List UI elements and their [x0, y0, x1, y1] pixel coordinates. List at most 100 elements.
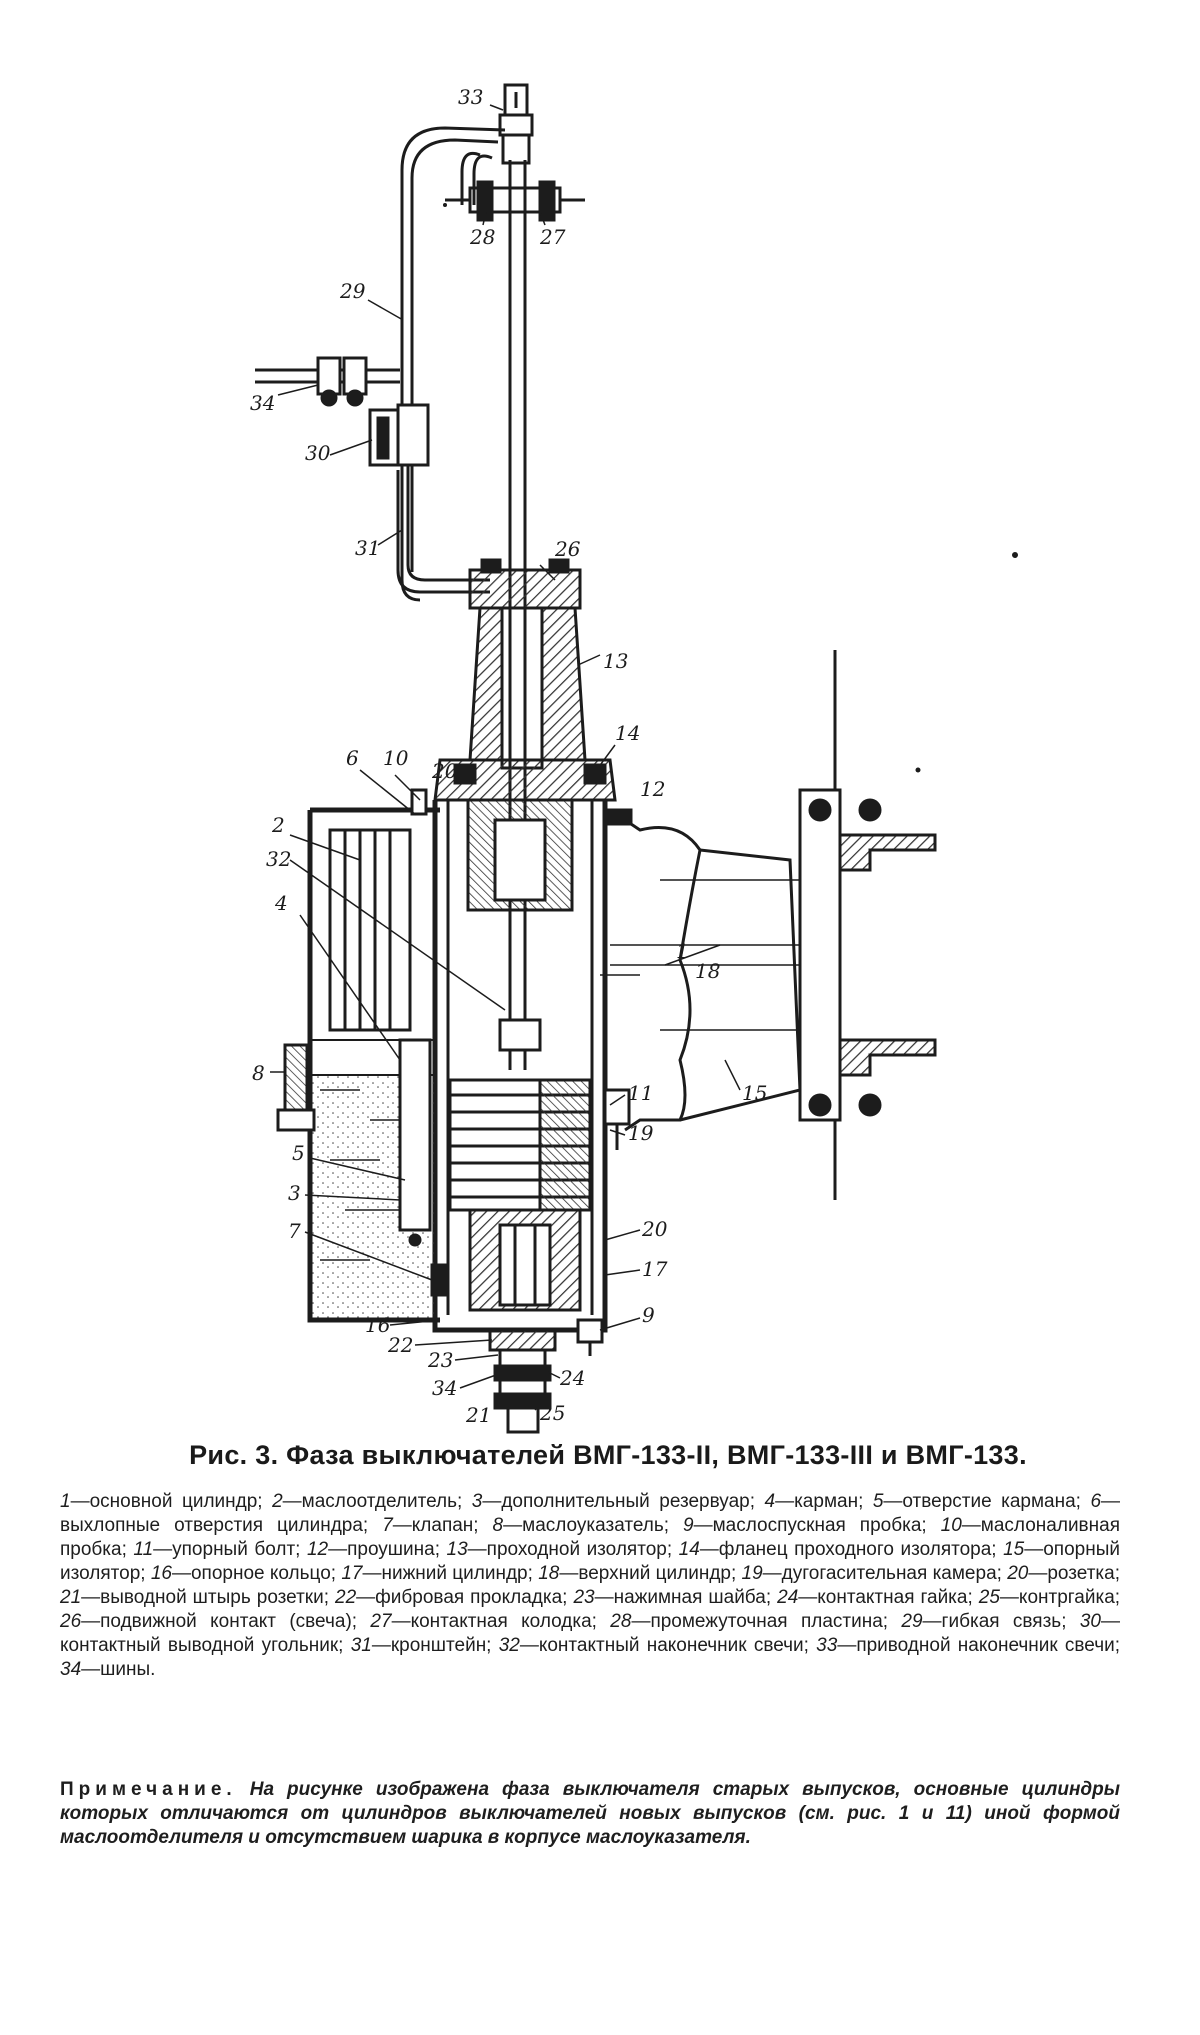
- legend-separator: —: [693, 1515, 713, 1536]
- legend-text: маслоналивная пробка;: [60, 1515, 1120, 1560]
- legend-number: 8: [492, 1515, 504, 1536]
- lug: [603, 808, 633, 826]
- leader-lines: [270, 104, 741, 1411]
- legend-text: основной цилиндр;: [89, 1491, 263, 1512]
- callout-3: 3: [288, 1181, 301, 1205]
- callout-32: 32: [266, 847, 291, 871]
- callout-2: 2: [271, 813, 285, 837]
- support-insulator: [610, 818, 802, 1132]
- legend-text: маслоуказатель;: [522, 1515, 670, 1536]
- legend-separator: —: [775, 1491, 795, 1512]
- callout-21: 21: [465, 1403, 491, 1427]
- legend-text: опорный изолятор;: [60, 1539, 1120, 1584]
- callout-29: 29: [339, 279, 366, 303]
- callout-6: 6: [346, 746, 359, 770]
- legend-text: фибровая прокладка;: [375, 1587, 568, 1608]
- callout-8: 8: [252, 1061, 265, 1085]
- bushing-insulator: [468, 558, 587, 1070]
- legend-number: 19: [741, 1563, 763, 1584]
- legend-number: 3: [471, 1491, 483, 1512]
- legend-separator: —: [81, 1587, 101, 1608]
- legend-number: 25: [978, 1587, 1000, 1608]
- mounting-frame: [798, 650, 937, 1200]
- legend-entry: 7—клапан;: [382, 1515, 478, 1536]
- legend-entry: 24—контактная гайка;: [777, 1587, 973, 1608]
- arc-chute: [448, 1078, 592, 1212]
- callout-7: 7: [288, 1219, 301, 1243]
- legend-number: 13: [446, 1539, 468, 1560]
- legend-number: 30: [1079, 1611, 1101, 1632]
- legend-text: контактный наконечник свечи;: [538, 1635, 809, 1656]
- legend-entry: 6—выхлопные отверстия цилиндра;: [60, 1491, 1120, 1536]
- legend-entry: 32—контактный наконечник свечи;: [499, 1635, 809, 1656]
- legend-entry: 4—карман;: [765, 1491, 864, 1512]
- callout-20-top: 20: [431, 759, 458, 783]
- legend-number: 29: [901, 1611, 923, 1632]
- legend-text: фланец проходного изолятора;: [718, 1539, 997, 1560]
- callout-5: 5: [292, 1141, 305, 1165]
- legend-entry: 8—маслоуказатель;: [493, 1515, 670, 1536]
- legend-entry: 22—фибровая прокладка;: [335, 1587, 567, 1608]
- legend-number: 10: [940, 1515, 962, 1536]
- legend-entry: 27—контактная колодка;: [370, 1611, 597, 1632]
- legend-entry: 28—промежуточная пластина;: [610, 1611, 888, 1632]
- legend-separator: —: [362, 1563, 382, 1584]
- figure-caption: Рис. 3. Фаза выключателей ВМГ-133-II, ВМ…: [189, 1440, 1027, 1470]
- legend-entry: 23—нажимная шайба;: [573, 1587, 771, 1608]
- legend-text: гибкая связь;: [941, 1611, 1067, 1632]
- legend-separator: —: [328, 1539, 348, 1560]
- legend-text: упорный болт;: [172, 1539, 301, 1560]
- legend-separator: —: [371, 1635, 391, 1656]
- legend-separator: —: [1100, 1611, 1120, 1632]
- legend-entry: 26—подвижной контакт (свеча);: [60, 1611, 357, 1632]
- print-specks: [443, 203, 1018, 773]
- legend-number: 22: [335, 1587, 357, 1608]
- legend-text: карман;: [794, 1491, 864, 1512]
- callout-23: 23: [427, 1348, 453, 1372]
- legend-text: проушина;: [347, 1539, 440, 1560]
- legend-separator: —: [171, 1563, 191, 1584]
- legend-separator: —: [282, 1491, 302, 1512]
- legend-number: 17: [341, 1563, 363, 1584]
- flexible-link: [400, 126, 506, 602]
- legend-text: контргайка;: [1018, 1587, 1121, 1608]
- legend-separator: —: [70, 1491, 90, 1512]
- note-label: Примечание.: [60, 1779, 237, 1800]
- legend-text: шины.: [100, 1659, 156, 1680]
- legend-number: 14: [678, 1539, 700, 1560]
- callout-9: 9: [642, 1303, 655, 1327]
- legend-text: маслоспускная пробка;: [712, 1515, 927, 1536]
- legend-text: контактный выводной угольник;: [60, 1635, 344, 1656]
- switch-phase-diagram: 33 28 27 29 34 30 31 26 13 14 6 10 20 12…: [250, 83, 1018, 1434]
- busbar-assembly: [255, 356, 430, 467]
- legend-number: 2: [272, 1491, 283, 1512]
- legend-number: 20: [1007, 1563, 1029, 1584]
- legend-text: кронштейн;: [390, 1635, 492, 1656]
- legend-number: 15: [1003, 1539, 1025, 1560]
- legend-text: контактная гайка;: [817, 1587, 973, 1608]
- legend-entry: 3—дополнительный резервуар;: [472, 1491, 755, 1512]
- legend-separator: —: [699, 1539, 719, 1560]
- legend-separator: —: [503, 1515, 523, 1536]
- legend-text: дугогасительная камера;: [781, 1563, 1002, 1584]
- callout-27: 27: [539, 225, 566, 249]
- callout-18: 18: [695, 959, 720, 983]
- legend-text: розетка;: [1047, 1563, 1120, 1584]
- legend-separator: —: [482, 1491, 502, 1512]
- callout-10: 10: [383, 746, 409, 770]
- legend-number: 11: [133, 1539, 154, 1560]
- legend-separator: —: [999, 1587, 1019, 1608]
- legend-entry: 18—верхний цилиндр;: [538, 1563, 736, 1584]
- legend-text: промежуточная пластина;: [650, 1611, 889, 1632]
- legend-separator: —: [559, 1563, 579, 1584]
- legend-entry: 1—основной цилиндр;: [60, 1491, 263, 1512]
- legend-text: опорное кольцо;: [190, 1563, 337, 1584]
- legend-entry: 19—дугогасительная камера;: [742, 1563, 1002, 1584]
- callout-26: 26: [554, 537, 581, 561]
- pocket: [398, 1038, 432, 1247]
- legend-text: нижний цилиндр;: [381, 1563, 533, 1584]
- legend-number: 4: [764, 1491, 776, 1512]
- legend-entry: 17—нижний цилиндр;: [341, 1563, 533, 1584]
- legend-number: 5: [872, 1491, 884, 1512]
- oil-gauge: [276, 1043, 316, 1132]
